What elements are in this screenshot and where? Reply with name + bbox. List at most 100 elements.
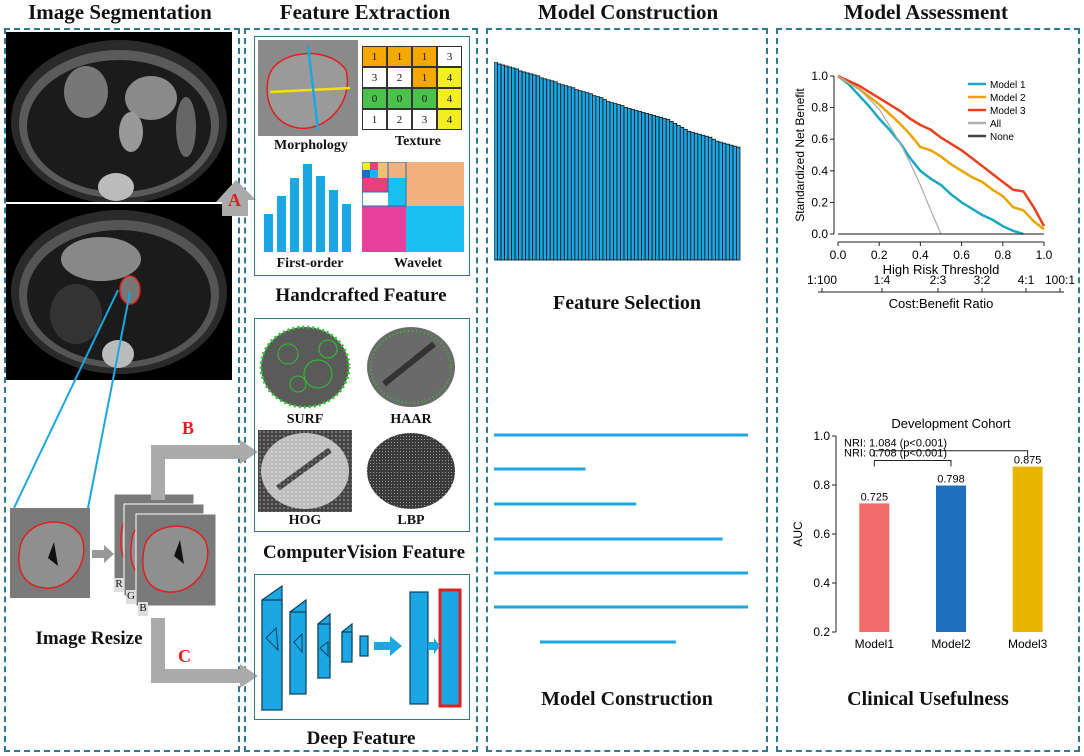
feature-bar <box>606 101 611 261</box>
deep-feature-title: Deep Feature <box>306 728 416 749</box>
feature-bar <box>725 143 730 261</box>
haar-image <box>364 324 458 410</box>
ct-scan-upper <box>6 32 232 202</box>
y-axis-label: AUC <box>791 521 805 547</box>
feature-bar <box>700 134 706 261</box>
feature-bar <box>570 87 576 261</box>
haar-label: HAAR <box>390 412 432 427</box>
auc-bar <box>859 503 890 632</box>
feature-bar <box>648 114 653 261</box>
feature-bar <box>518 70 523 261</box>
texture-cell: 0 <box>412 88 437 109</box>
auc-bar-chart: Development Cohort0.20.40.60.81.0AUC0.72… <box>791 416 1048 651</box>
feature-bar <box>504 65 509 261</box>
hog-image <box>258 430 352 512</box>
texture-cell: 3 <box>412 109 437 130</box>
feature-bar <box>732 145 737 261</box>
x-tick-label: 0.4 <box>912 248 929 262</box>
feature-bar <box>613 103 618 261</box>
header-model-assessment: Model Assessment <box>844 0 1008 24</box>
x-tick-label: 0.0 <box>830 248 847 262</box>
computer-vision-feature-title: ComputerVision Feature <box>262 542 466 563</box>
texture-cell: 0 <box>362 88 387 109</box>
y-tick-label: 0.2 <box>813 625 830 639</box>
model-construction-title: Model Construction <box>541 688 713 710</box>
handcrafted-box <box>254 36 470 276</box>
y-tick-label: 0.4 <box>811 164 828 178</box>
texture-cell: 3 <box>362 67 387 88</box>
first-order-histogram <box>264 164 351 252</box>
x-tick-label: Model1 <box>855 637 895 651</box>
image-resize-label: Image Resize <box>35 628 143 649</box>
resize-arrow-icon <box>92 545 114 563</box>
flow-arrows <box>151 180 258 688</box>
x-tick-label: 0.2 <box>871 248 888 262</box>
feature-bar <box>644 113 650 261</box>
hog-label: HOG <box>288 513 322 528</box>
x-tick-label: 1.0 <box>1036 248 1053 262</box>
feature-bar <box>658 117 664 261</box>
y-axis-label: Standardized Net Benefit <box>793 88 807 222</box>
feature-bar <box>560 84 565 261</box>
feature-bar <box>665 119 671 261</box>
feature-bar <box>736 146 741 261</box>
feature-bar <box>525 72 530 261</box>
feature-bar <box>602 99 607 261</box>
wavelet-label: Wavelet <box>393 256 443 271</box>
series-line <box>837 75 942 235</box>
feature-bar <box>577 90 583 261</box>
y-tick-label: 1.0 <box>811 69 828 83</box>
feature-bar <box>494 62 498 261</box>
y-tick-label: 0.4 <box>813 576 830 590</box>
legend-label: Model 1 <box>990 80 1026 91</box>
x-tick-label: Model2 <box>931 637 971 651</box>
header-model-construction: Model Construction <box>537 0 719 24</box>
morphology-image <box>258 40 358 136</box>
texture-cell: 3 <box>437 46 462 67</box>
texture-cell: 1 <box>362 109 387 130</box>
feature-bar <box>539 77 544 261</box>
feature-bar <box>676 124 681 261</box>
value-label: 0.798 <box>937 473 965 485</box>
feature-bar <box>535 75 541 261</box>
feature-bar <box>521 71 527 261</box>
feature-bar <box>616 104 621 261</box>
x-axis-label: High Risk Threshold <box>883 262 1000 277</box>
feature-bar <box>574 89 579 261</box>
feature-bar <box>553 81 558 261</box>
feature-bar <box>669 121 674 261</box>
computer-vision-box <box>254 318 470 532</box>
feature-bar <box>637 111 642 261</box>
series-line <box>837 75 1024 236</box>
feature-bar <box>511 67 516 261</box>
texture-label: Texture <box>395 134 441 149</box>
secondary-tick-label: 1:100 <box>807 273 837 287</box>
feature-bar <box>693 132 699 261</box>
feature-bar <box>609 102 614 261</box>
feature-bar <box>729 144 734 261</box>
x-tick-label: 0.6 <box>953 248 970 262</box>
nri-annotation: NRI: 0.708 (p<0.001) <box>844 448 947 460</box>
zoom-lines <box>13 289 131 509</box>
feature-bar <box>592 95 597 261</box>
feature-bar <box>588 93 593 261</box>
nri-annotation: NRI: 1.084 (p<0.001) <box>844 438 947 450</box>
feature-importance-bars <box>494 62 741 261</box>
clinical-usefulness-title: Clinical Usefulness <box>847 688 1009 710</box>
rgb-stack <box>114 494 224 614</box>
feature-bar <box>655 116 660 261</box>
arrow-label-a: A <box>228 190 241 210</box>
feature-bar <box>714 140 720 261</box>
feature-bar <box>528 73 534 261</box>
wavelet-decomposition <box>362 162 464 252</box>
feature-bar <box>549 80 555 261</box>
texture-cell: 0 <box>387 88 412 109</box>
feature-bar <box>722 142 727 261</box>
feature-bar <box>542 78 548 261</box>
feature-bar <box>514 68 520 261</box>
legend-label: All <box>990 119 1001 130</box>
arrow-label-c: C <box>178 646 191 666</box>
assessment-panel <box>776 28 1080 752</box>
feature-bar <box>697 133 702 261</box>
